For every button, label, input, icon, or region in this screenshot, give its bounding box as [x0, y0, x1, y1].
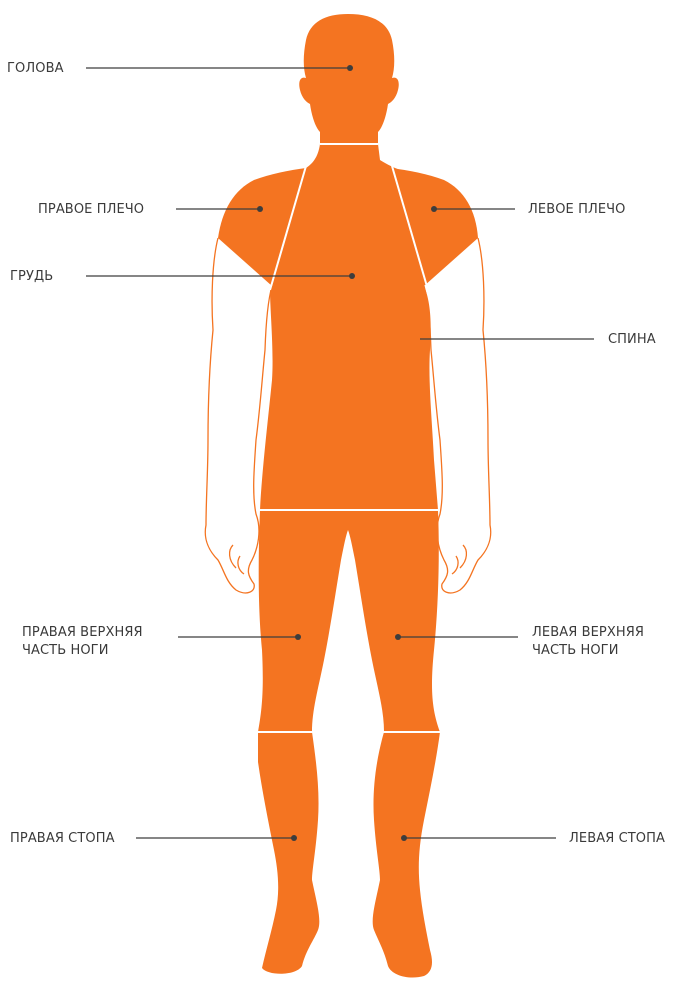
label-right-shoulder: ПРАВОЕ ПЛЕЧО — [38, 201, 144, 219]
body-silhouette — [218, 14, 478, 978]
label-left-foot: ЛЕВАЯ СТОПА — [569, 830, 665, 848]
label-chest: ГРУДЬ — [10, 268, 53, 286]
label-left-upper-leg-line1: ЛЕВАЯ ВЕРХНЯЯ — [532, 624, 644, 642]
label-right-upper-leg-line2: ЧАСТЬ НОГИ — [22, 642, 109, 660]
label-left-upper-leg-line2: ЧАСТЬ НОГИ — [532, 642, 619, 660]
lower-legs-region — [258, 732, 319, 974]
upper-legs-region — [258, 510, 440, 732]
label-right-foot: ПРАВАЯ СТОПА — [10, 830, 115, 848]
head-region — [299, 14, 399, 144]
label-head: ГОЛОВА — [7, 60, 64, 78]
label-left-shoulder: ЛЕВОЕ ПЛЕЧО — [528, 201, 626, 219]
label-right-upper-leg-line1: ПРАВАЯ ВЕРХНЯЯ — [22, 624, 143, 642]
label-back: СПИНА — [608, 331, 656, 349]
